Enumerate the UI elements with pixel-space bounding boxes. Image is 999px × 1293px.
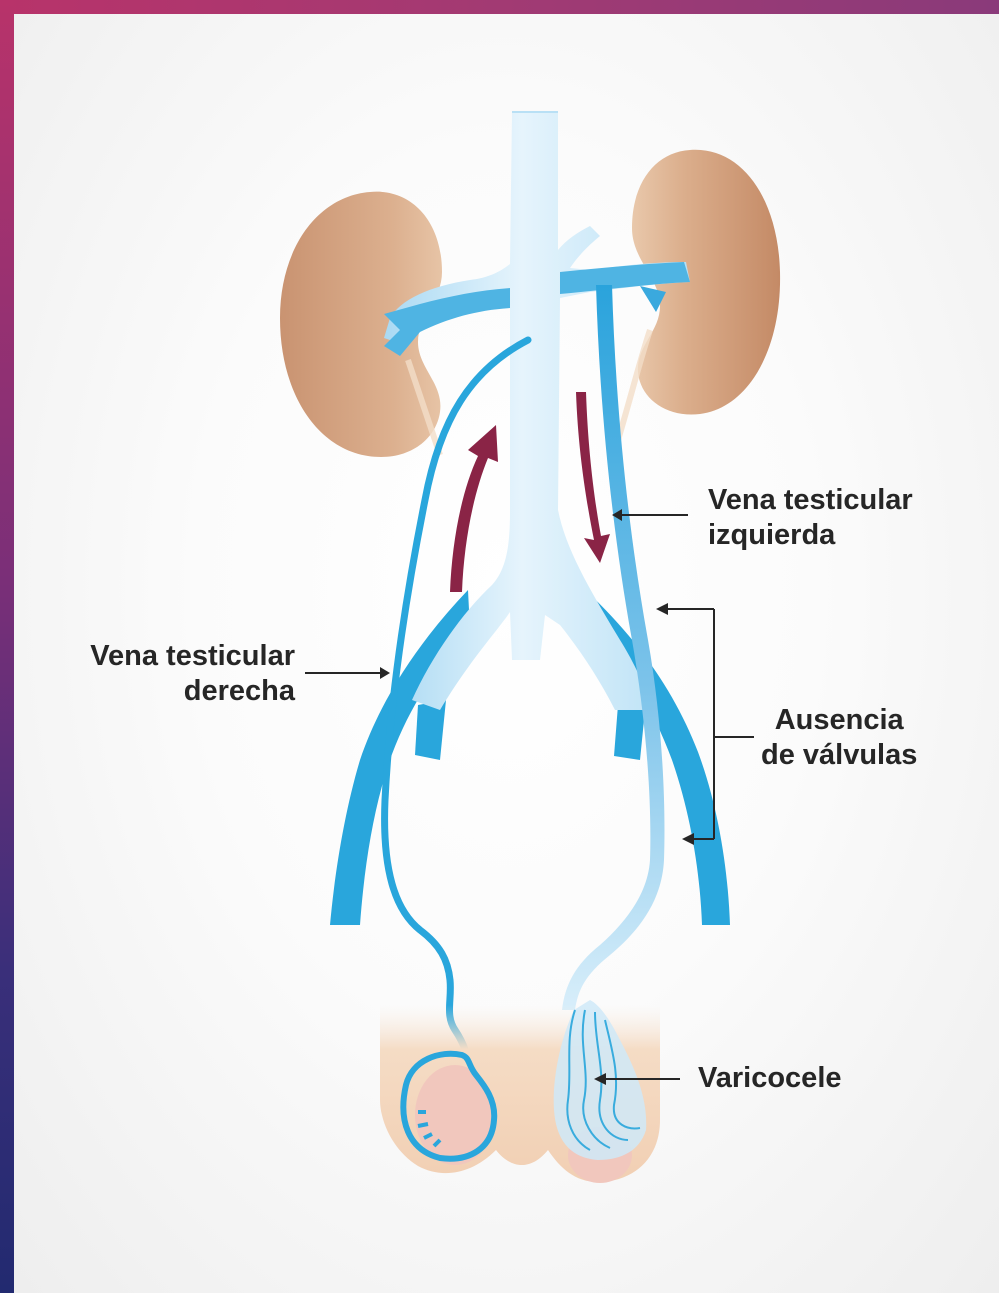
- frame-left-border: [0, 0, 14, 1293]
- label-line: Vena testicular: [40, 639, 295, 674]
- frame-top-border: [0, 0, 999, 14]
- label-line: Ausencia: [761, 703, 917, 738]
- label-ausencia-de-valvulas: Ausencia de válvulas: [761, 703, 917, 773]
- left-kidney: [618, 150, 780, 440]
- label-varicocele: Varicocele: [698, 1061, 842, 1096]
- label-vena-testicular-izquierda: Vena testicular izquierda: [708, 483, 913, 553]
- label-line: izquierda: [708, 518, 913, 553]
- label-line: derecha: [40, 674, 295, 709]
- label-vena-testicular-derecha: Vena testicular derecha: [40, 639, 295, 709]
- diagram-canvas: Vena testicular derecha Vena testicular …: [14, 14, 999, 1293]
- label-line: Vena testicular: [708, 483, 913, 518]
- label-line: de válvulas: [761, 738, 917, 773]
